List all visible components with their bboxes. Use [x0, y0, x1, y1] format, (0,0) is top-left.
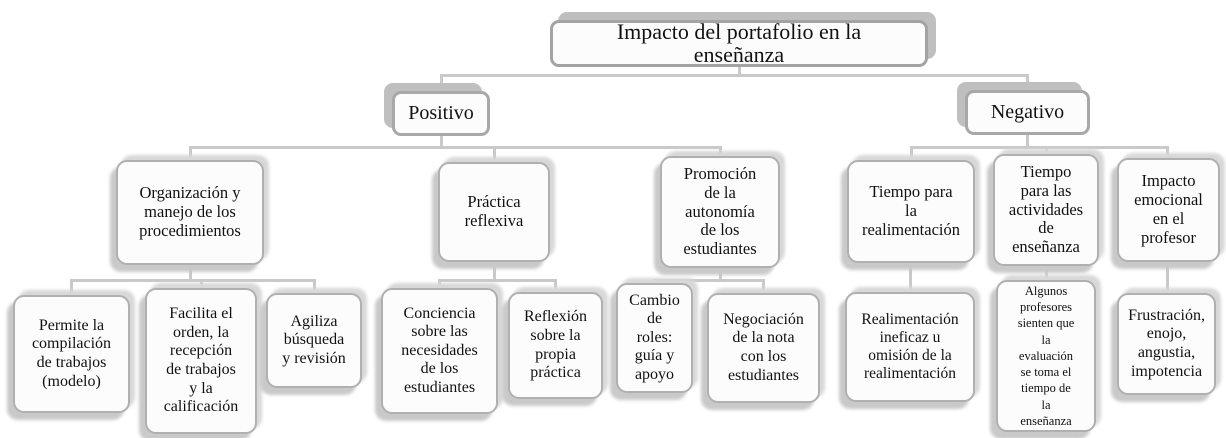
- leaf-algunos-profesores: Algunos profesores sienten que la evalua…: [996, 280, 1096, 432]
- connector-line: [189, 146, 721, 149]
- node-impacto-emocional: Impacto emocional en el profesor: [1117, 158, 1220, 262]
- leaf-conciencia-necesidades: Conciencia sobre las necesidades de los …: [381, 288, 498, 414]
- connector-line: [738, 67, 741, 76]
- connector-line: [440, 74, 443, 91]
- connector-line: [762, 279, 765, 293]
- connector-line: [1166, 146, 1169, 158]
- leaf-negociacion-nota: Negociación de la nota con los estudiant…: [707, 293, 820, 403]
- leaf-cambio-roles: Cambio de roles: guía y apoyo: [616, 283, 693, 393]
- connector-line: [440, 74, 1029, 77]
- connector-line: [653, 279, 656, 284]
- connector-line: [1166, 262, 1169, 293]
- connector-line: [1026, 135, 1029, 148]
- connector-line: [910, 146, 1169, 149]
- connector-line: [910, 146, 913, 160]
- connector-line: [554, 279, 557, 292]
- node-root: Impacto del portafolio en la enseñanza: [550, 20, 928, 67]
- connector-line: [438, 279, 557, 282]
- connector-line: [313, 279, 316, 293]
- node-organizacion-procedimientos: Organización y manejo de los procedimien…: [116, 160, 264, 265]
- leaf-frustracion-emociones: Frustración, enojo, angustia, impotencia: [1117, 293, 1216, 395]
- connector-line: [200, 279, 203, 288]
- node-tiempo-actividades: Tiempo para las actividades de enseñanza: [993, 154, 1099, 266]
- node-tiempo-realimentacion: Tiempo para la realimentación: [847, 160, 975, 263]
- connector-line: [909, 263, 912, 292]
- connector-line: [493, 146, 496, 162]
- connector-line: [438, 279, 441, 288]
- leaf-permite-compilacion: Permite la compilación de trabajos (mode…: [13, 295, 130, 413]
- connector-line: [1045, 266, 1048, 280]
- connector-line: [1026, 74, 1029, 90]
- connector-line: [70, 279, 73, 295]
- connector-line: [70, 279, 315, 282]
- node-promocion-autonomia: Promoción de la autonomía de los estudia…: [660, 156, 780, 268]
- node-practica-reflexiva: Práctica reflexiva: [438, 162, 550, 262]
- connector-line: [493, 262, 496, 280]
- connector-line: [653, 279, 765, 282]
- node-positivo: Positivo: [392, 91, 490, 136]
- connector-line: [719, 268, 722, 280]
- connector-line: [1045, 146, 1048, 154]
- leaf-agiliza-busqueda: Agiliza búsqueda y revisión: [266, 293, 362, 388]
- leaf-reflexion-practica: Reflexión sobre la propia práctica: [508, 292, 603, 399]
- connector-line: [719, 146, 722, 156]
- leaf-realimentacion-ineficaz: Realimentación ineficaz u omisión de la …: [845, 292, 975, 402]
- connector-line: [189, 146, 192, 160]
- connector-line: [189, 265, 192, 281]
- node-negativo: Negativo: [965, 90, 1090, 135]
- connector-line: [440, 136, 443, 148]
- leaf-facilita-orden: Facilita el orden, la recepción de traba…: [145, 288, 257, 434]
